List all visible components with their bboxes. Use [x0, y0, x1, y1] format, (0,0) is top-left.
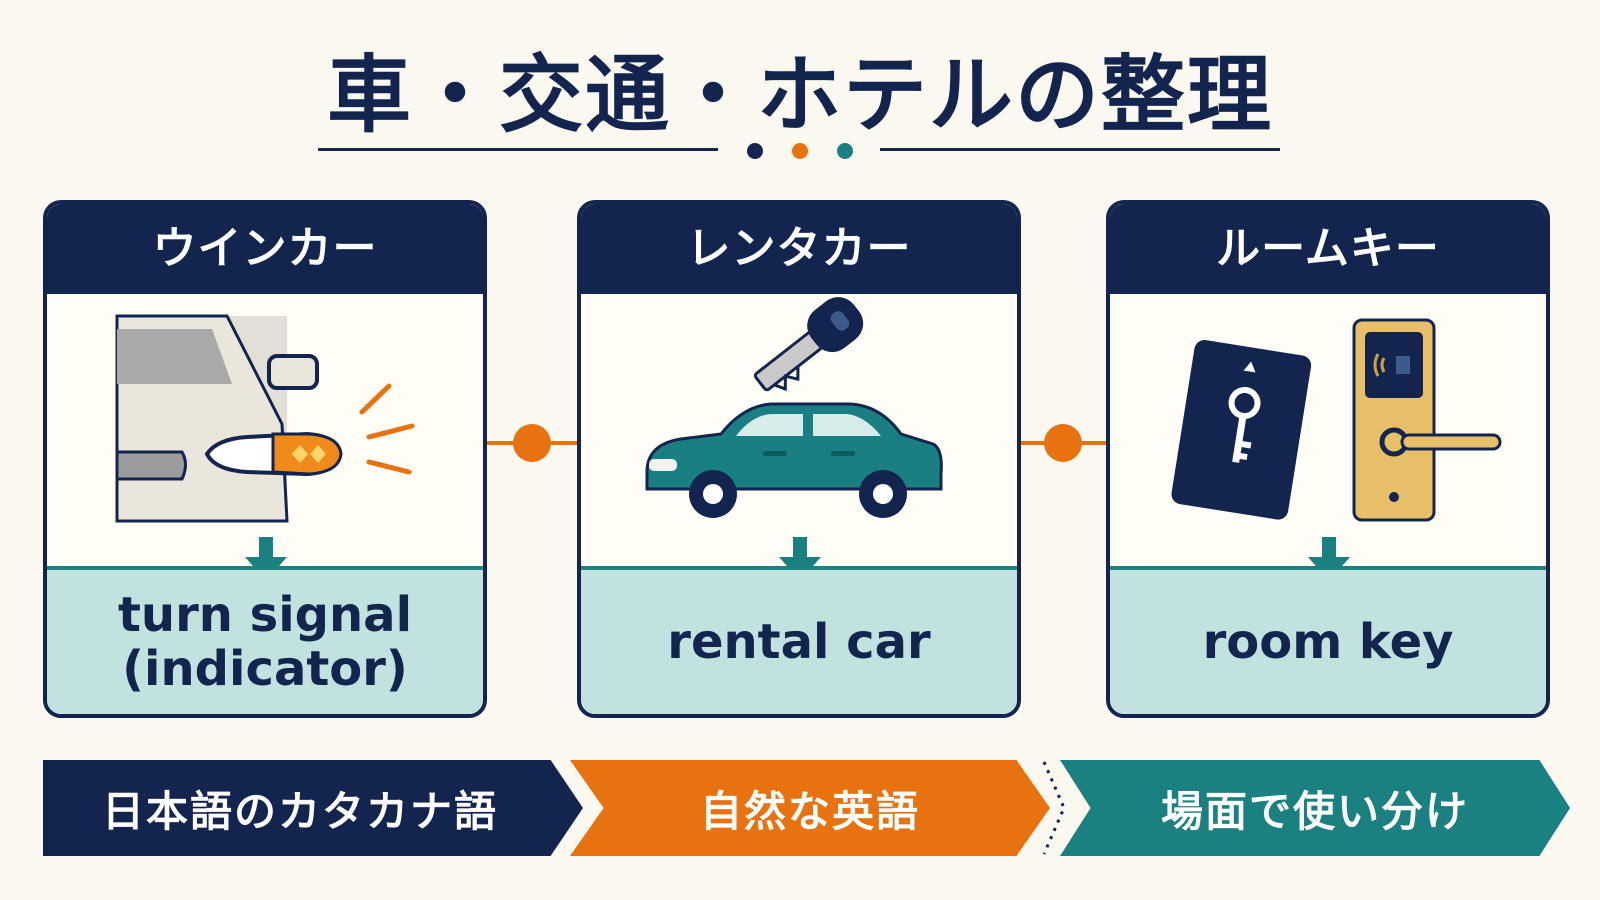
- card-rental-car: レンタカー rental car: [577, 200, 1021, 718]
- card-room-key: ルームキー room key: [1106, 200, 1550, 718]
- english-term: rental car: [667, 614, 931, 670]
- page-title: 車・交通・ホテルの整理: [326, 46, 1273, 144]
- card-header: レンタカー: [581, 204, 1017, 294]
- title-dot-navy: [747, 143, 763, 159]
- connector-2: [1021, 424, 1106, 462]
- card-english-label: rental car: [581, 566, 1017, 714]
- rental-car-with-key-icon: [645, 297, 943, 518]
- banner-katakana: 日本語のカタカナ語: [43, 760, 583, 856]
- english-term: room key: [1202, 614, 1454, 670]
- card-header: ウインカー: [47, 204, 483, 294]
- title-dot-teal: [837, 143, 853, 159]
- banner-natural-english: 自然な英語: [570, 760, 1050, 856]
- banner-use-by-situation: 場面で使い分け: [1060, 760, 1570, 856]
- title-dot-orange: [792, 143, 808, 159]
- title-rule-left: [318, 148, 718, 151]
- title-rule-right: [880, 148, 1280, 151]
- car-turn-signal-icon: [115, 314, 415, 523]
- dotted-chevron-separator: [1042, 761, 1066, 855]
- english-term: turn signal (indicator): [117, 587, 413, 697]
- card-turn-signal: ウインカー turn signal (indicator): [43, 200, 487, 718]
- card-english-label: turn signal (indicator): [47, 566, 483, 714]
- connector-1: [487, 424, 577, 462]
- card-english-label: room key: [1110, 566, 1546, 714]
- hotel-keycard-and-door-lock-icon: [1171, 318, 1502, 522]
- card-header: ルームキー: [1110, 204, 1546, 294]
